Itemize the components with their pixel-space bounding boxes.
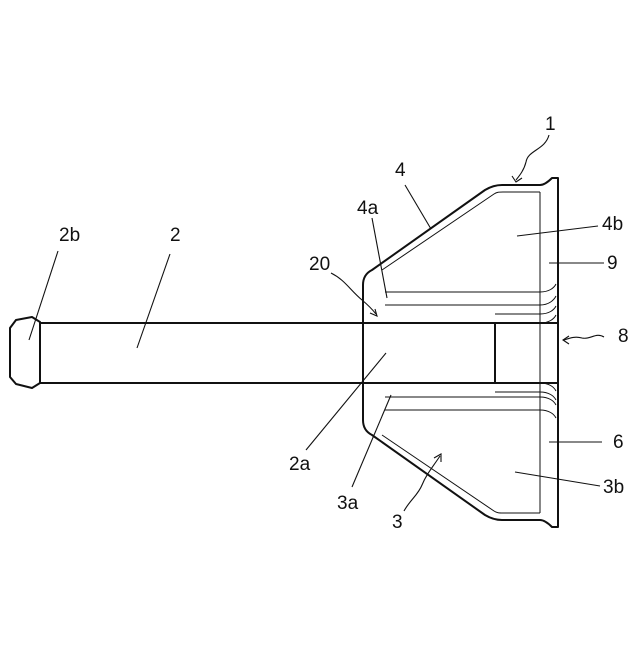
label-8: 8: [618, 326, 629, 347]
label-2b: 2b: [59, 225, 80, 246]
label-4: 4: [395, 160, 406, 181]
leader-1: [516, 135, 549, 180]
label-6: 6: [613, 432, 624, 453]
label-3: 3: [392, 512, 403, 533]
leader-8: [564, 335, 604, 340]
label-1: 1: [545, 114, 556, 135]
label-20: 20: [309, 254, 330, 275]
shaft-end-cap: [10, 317, 40, 388]
label-2a: 2a: [289, 454, 311, 475]
leader-8-arrow: [563, 336, 569, 344]
shaft-front-segment: [363, 323, 495, 383]
label-4b: 4b: [602, 214, 623, 235]
label-3a: 3a: [337, 493, 359, 514]
label-9: 9: [607, 253, 618, 274]
label-2: 2: [170, 225, 181, 246]
lower-funnel-wall: [363, 383, 558, 527]
leader-4: [405, 185, 431, 229]
label-4a: 4a: [357, 198, 379, 219]
upper-funnel-wall: [363, 178, 558, 323]
label-3b: 3b: [603, 477, 624, 498]
